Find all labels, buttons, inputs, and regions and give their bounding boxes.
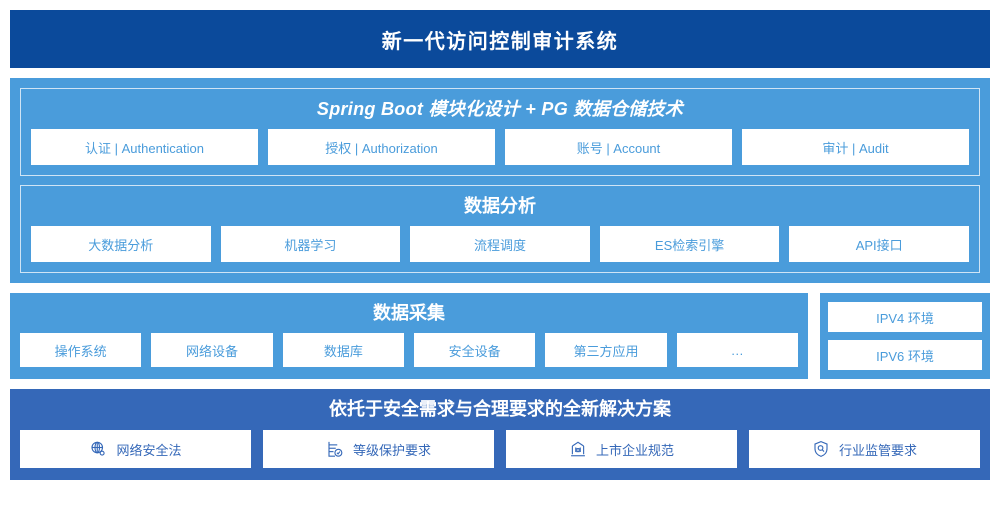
solution-chip-industry-regulation[interactable]: 行业监管要求 <box>749 430 980 468</box>
analysis-chip-big-data[interactable]: 大数据分析 <box>31 226 211 262</box>
collection-layer: 数据采集 操作系统 网络设备 数据库 安全设备 第三方应用 … IPV4 环境 … <box>10 293 990 379</box>
collection-panel-title: 数据采集 <box>373 303 445 323</box>
analysis-chip-row: 大数据分析 机器学习 流程调度 ES检索引擎 API接口 <box>31 226 969 262</box>
solution-layer: 依托于安全需求与合理要求的全新解决方案 网络安全法 <box>10 389 990 480</box>
solution-chip-listed-company-standard[interactable]: 上市企业规范 <box>506 430 737 468</box>
solution-chip-label: 网络安全法 <box>116 442 182 458</box>
header-banner: 新一代访问控制审计系统 <box>10 10 990 68</box>
shield-search-icon <box>812 440 830 458</box>
environment-panel: IPV4 环境 IPV6 环境 <box>820 293 990 379</box>
collection-chip-security-device[interactable]: 安全设备 <box>413 333 536 367</box>
core-chip-audit[interactable]: 审计 | Audit <box>742 129 969 165</box>
analysis-chip-machine-learning[interactable]: 机器学习 <box>220 226 401 262</box>
analysis-chip-api[interactable]: API接口 <box>789 226 969 262</box>
collection-chip-network-device[interactable]: 网络设备 <box>151 333 273 367</box>
collection-chip-row: 操作系统 网络设备 数据库 安全设备 第三方应用 … <box>20 333 798 367</box>
analysis-panel: 数据分析 大数据分析 机器学习 流程调度 ES检索引擎 API接口 <box>20 185 980 273</box>
analysis-chip-process-scheduling[interactable]: 流程调度 <box>410 226 590 262</box>
analysis-panel-title: 数据分析 <box>464 196 536 216</box>
core-chip-row: 认证 | Authentication 授权 | Authorization 账… <box>31 129 969 165</box>
analysis-chip-es-search[interactable]: ES检索引擎 <box>599 226 780 262</box>
environment-chip-ipv6[interactable]: IPV6 环境 <box>828 340 982 370</box>
collection-chip-operating-system[interactable]: 操作系统 <box>20 333 142 367</box>
solution-panel-title: 依托于安全需求与合理要求的全新解决方案 <box>329 399 671 419</box>
solution-chip-row: 网络安全法 等级保护要求 <box>20 430 980 468</box>
core-chip-account[interactable]: 账号 | Account <box>505 129 732 165</box>
solution-chip-classified-protection[interactable]: 等级保护要求 <box>263 430 494 468</box>
environment-chip-ipv4[interactable]: IPV4 环境 <box>828 302 982 332</box>
core-chip-authorization[interactable]: 授权 | Authorization <box>268 129 495 165</box>
collection-panel: 数据采集 操作系统 网络设备 数据库 安全设备 第三方应用 … <box>10 293 808 379</box>
collection-chip-more[interactable]: … <box>676 333 798 367</box>
document-check-icon <box>326 440 344 458</box>
solution-chip-cybersecurity-law[interactable]: 网络安全法 <box>20 430 251 468</box>
globe-icon <box>89 440 107 458</box>
core-panel-title: Spring Boot 模块化设计 + PG 数据仓储技术 <box>316 99 684 119</box>
platform-layer: Spring Boot 模块化设计 + PG 数据仓储技术 认证 | Authe… <box>10 78 990 283</box>
collection-chip-third-party-app[interactable]: 第三方应用 <box>545 333 667 367</box>
core-panel: Spring Boot 模块化设计 + PG 数据仓储技术 认证 | Authe… <box>20 88 980 176</box>
core-chip-authentication[interactable]: 认证 | Authentication <box>31 129 258 165</box>
page-title: 新一代访问控制审计系统 <box>381 30 619 53</box>
solution-chip-label: 等级保护要求 <box>352 442 431 458</box>
bank-building-icon <box>569 440 587 458</box>
collection-chip-database[interactable]: 数据库 <box>282 333 404 367</box>
solution-chip-label: 行业监管要求 <box>838 442 917 458</box>
solution-chip-label: 上市企业规范 <box>595 442 674 458</box>
